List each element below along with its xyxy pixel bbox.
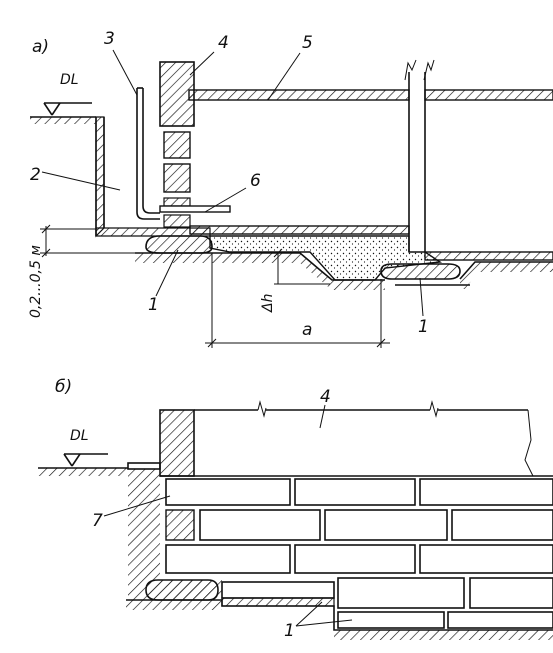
- dl-label-b: DL: [70, 428, 89, 444]
- callouts-b: 7 1: [92, 495, 353, 641]
- callout-3: 3: [104, 29, 115, 49]
- panel-b: б) DL 4: [38, 377, 553, 641]
- pipe-3: [136, 87, 160, 220]
- dl-label-a: DL: [60, 72, 79, 88]
- callout-b-7: 7: [92, 511, 103, 531]
- depth-dimension: 0,2...0,5 м: [28, 224, 135, 318]
- callout-5: 5: [302, 33, 313, 53]
- callouts-a: 3 4 5 2 6 1 1: [30, 29, 429, 337]
- slab-5: [188, 59, 553, 101]
- wall-column-4: [159, 61, 195, 228]
- footing-left-1: [145, 235, 213, 254]
- dl-marker-b: DL: [63, 428, 108, 467]
- span-label: a: [302, 320, 312, 340]
- span-dimension: a: [205, 253, 390, 348]
- ground-left-b: [38, 462, 161, 476]
- ground-base-b: [126, 599, 553, 640]
- wall-4-b: 4: [159, 387, 553, 477]
- ground-left-a: [30, 116, 96, 124]
- callout-4: 4: [218, 33, 229, 53]
- panel-b-label: б): [55, 377, 72, 397]
- footing-right-1: [380, 263, 461, 280]
- panel-a-label: а): [32, 37, 49, 57]
- footing-b: [145, 579, 335, 607]
- ground-base-a: [135, 252, 553, 290]
- depth-label: 0,2...0,5 м: [28, 245, 44, 318]
- brick-courses: [165, 478, 553, 629]
- delta-h-dimension: Δh: [260, 248, 330, 313]
- callout-2: 2: [30, 165, 41, 185]
- pit-wall: [95, 116, 211, 238]
- callout-6: 6: [250, 171, 261, 191]
- rod-6: [159, 205, 231, 213]
- callout-b-4: 4: [320, 387, 331, 407]
- callout-1-left: 1: [148, 295, 159, 315]
- post: [408, 72, 426, 252]
- callout-b-1: 1: [284, 621, 295, 641]
- panel-a: а) DL: [28, 29, 553, 348]
- callout-1-right: 1: [418, 317, 429, 337]
- dl-marker-a: DL: [43, 72, 92, 116]
- delta-h-label: Δh: [260, 294, 276, 313]
